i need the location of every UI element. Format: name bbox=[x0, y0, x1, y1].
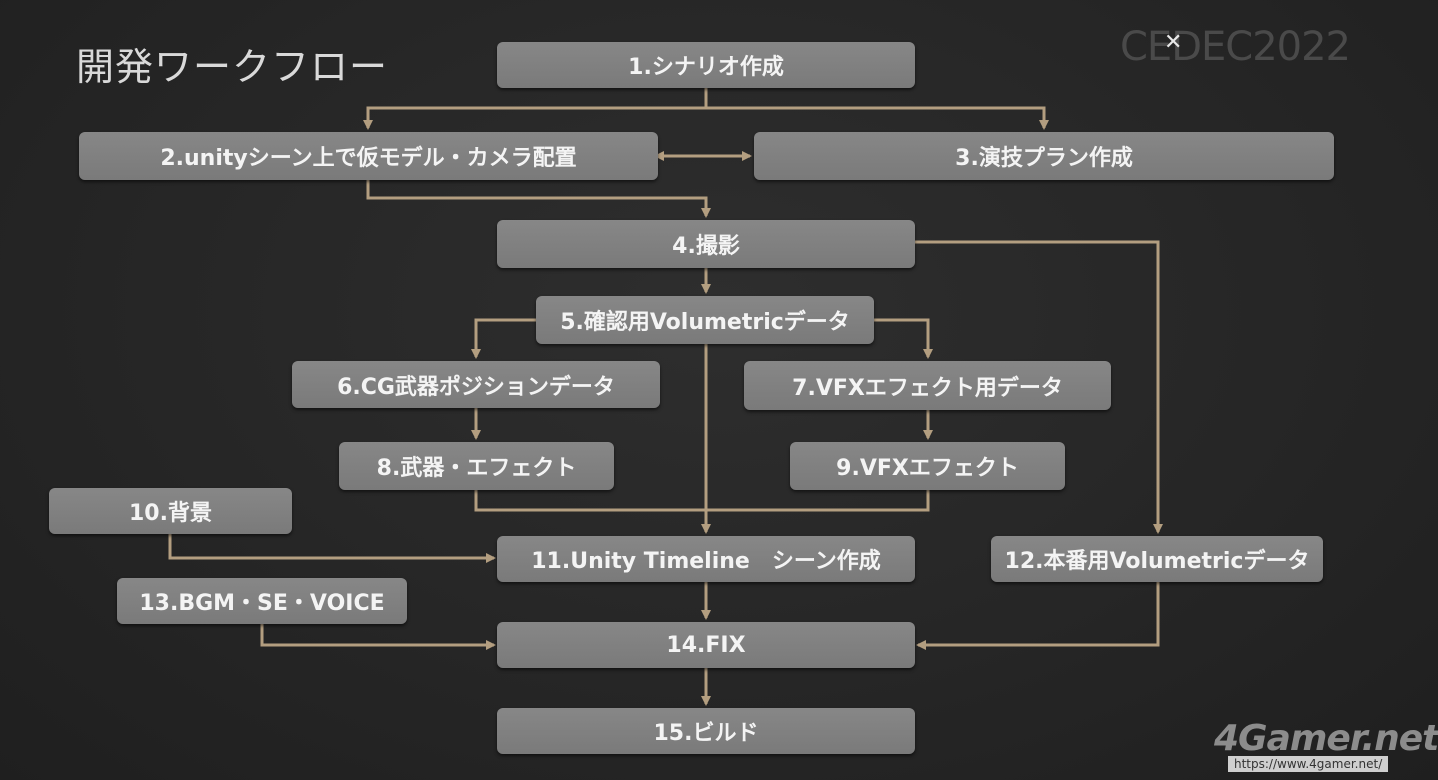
edge-4-12 bbox=[914, 240, 1163, 534]
node-final-volumetric: 12.本番用Volumetricデータ bbox=[991, 536, 1323, 582]
node-timeline-scene: 11.Unity Timeline シーン作成 bbox=[497, 536, 915, 582]
connector-lines bbox=[168, 88, 1163, 706]
node-scenario: 1.シナリオ作成 bbox=[497, 42, 915, 88]
edge-10-11 bbox=[168, 534, 496, 563]
node-fix: 14.FIX bbox=[497, 622, 915, 668]
node-shooting: 4.撮影 bbox=[497, 220, 915, 268]
site-url[interactable]: https://www.4gamer.net/ bbox=[1228, 756, 1389, 772]
edge-5-6 bbox=[471, 318, 536, 359]
node-bgm-se-voice: 13.BGM・SE・VOICE bbox=[117, 578, 407, 624]
node-cg-weapon-position: 6.CG武器ポジションデータ bbox=[292, 361, 660, 408]
edge-5-7 bbox=[874, 318, 933, 359]
close-icon[interactable]: ✕ bbox=[1164, 30, 1183, 55]
edge-12-14 bbox=[916, 582, 1160, 650]
edge-8-9-11 bbox=[474, 490, 930, 532]
site-logo: 4Gamer.net bbox=[1214, 718, 1438, 759]
node-background: 10.背景 bbox=[49, 488, 292, 534]
node-preview-volumetric: 5.確認用Volumetricデータ bbox=[536, 296, 874, 344]
edge-2-4 bbox=[366, 180, 711, 218]
node-unity-scene-setup: 2.unityシーン上で仮モデル・カメラ配置 bbox=[79, 132, 658, 180]
page-title: 開発ワークフロー bbox=[76, 45, 389, 89]
edge-13-14 bbox=[260, 624, 496, 650]
node-build: 15.ビルド bbox=[497, 708, 915, 754]
node-acting-plan: 3.演技プラン作成 bbox=[754, 132, 1334, 180]
node-vfx-effect: 9.VFXエフェクト bbox=[790, 442, 1065, 490]
edge-1-2-3 bbox=[366, 88, 1044, 128]
cedec-logo: CEDEC2022 bbox=[1120, 24, 1351, 70]
node-weapon-effect: 8.武器・エフェクト bbox=[339, 442, 614, 490]
node-vfx-data: 7.VFXエフェクト用データ bbox=[744, 361, 1111, 410]
